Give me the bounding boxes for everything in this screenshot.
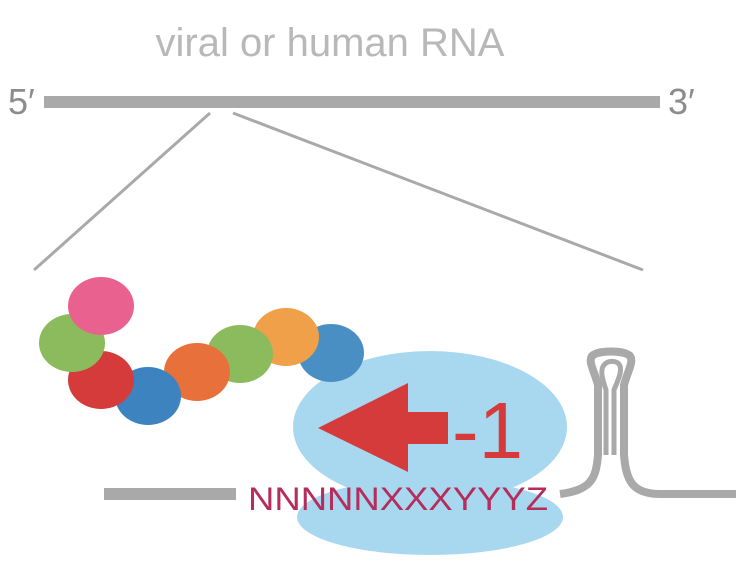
- stem-loop-inner: [599, 358, 623, 455]
- mrna-stem-loop: [559, 347, 736, 498]
- zoom-line-left: [33, 111, 211, 272]
- ribosome-small-subunit: [297, 479, 563, 555]
- five-prime-label: 5′: [8, 81, 35, 122]
- three-prime-label: 3′: [668, 81, 695, 122]
- zoom-line-right: [232, 111, 644, 272]
- rna-title: viral or human RNA: [155, 21, 504, 65]
- amino-acid-bead: [68, 277, 134, 335]
- frameshift-label: -1: [452, 386, 523, 475]
- amino-acid-bead: [164, 343, 230, 401]
- frameshift-arrow-icon: [318, 383, 448, 472]
- slippery-sequence: NNNNNXXXYYYZ: [248, 481, 548, 517]
